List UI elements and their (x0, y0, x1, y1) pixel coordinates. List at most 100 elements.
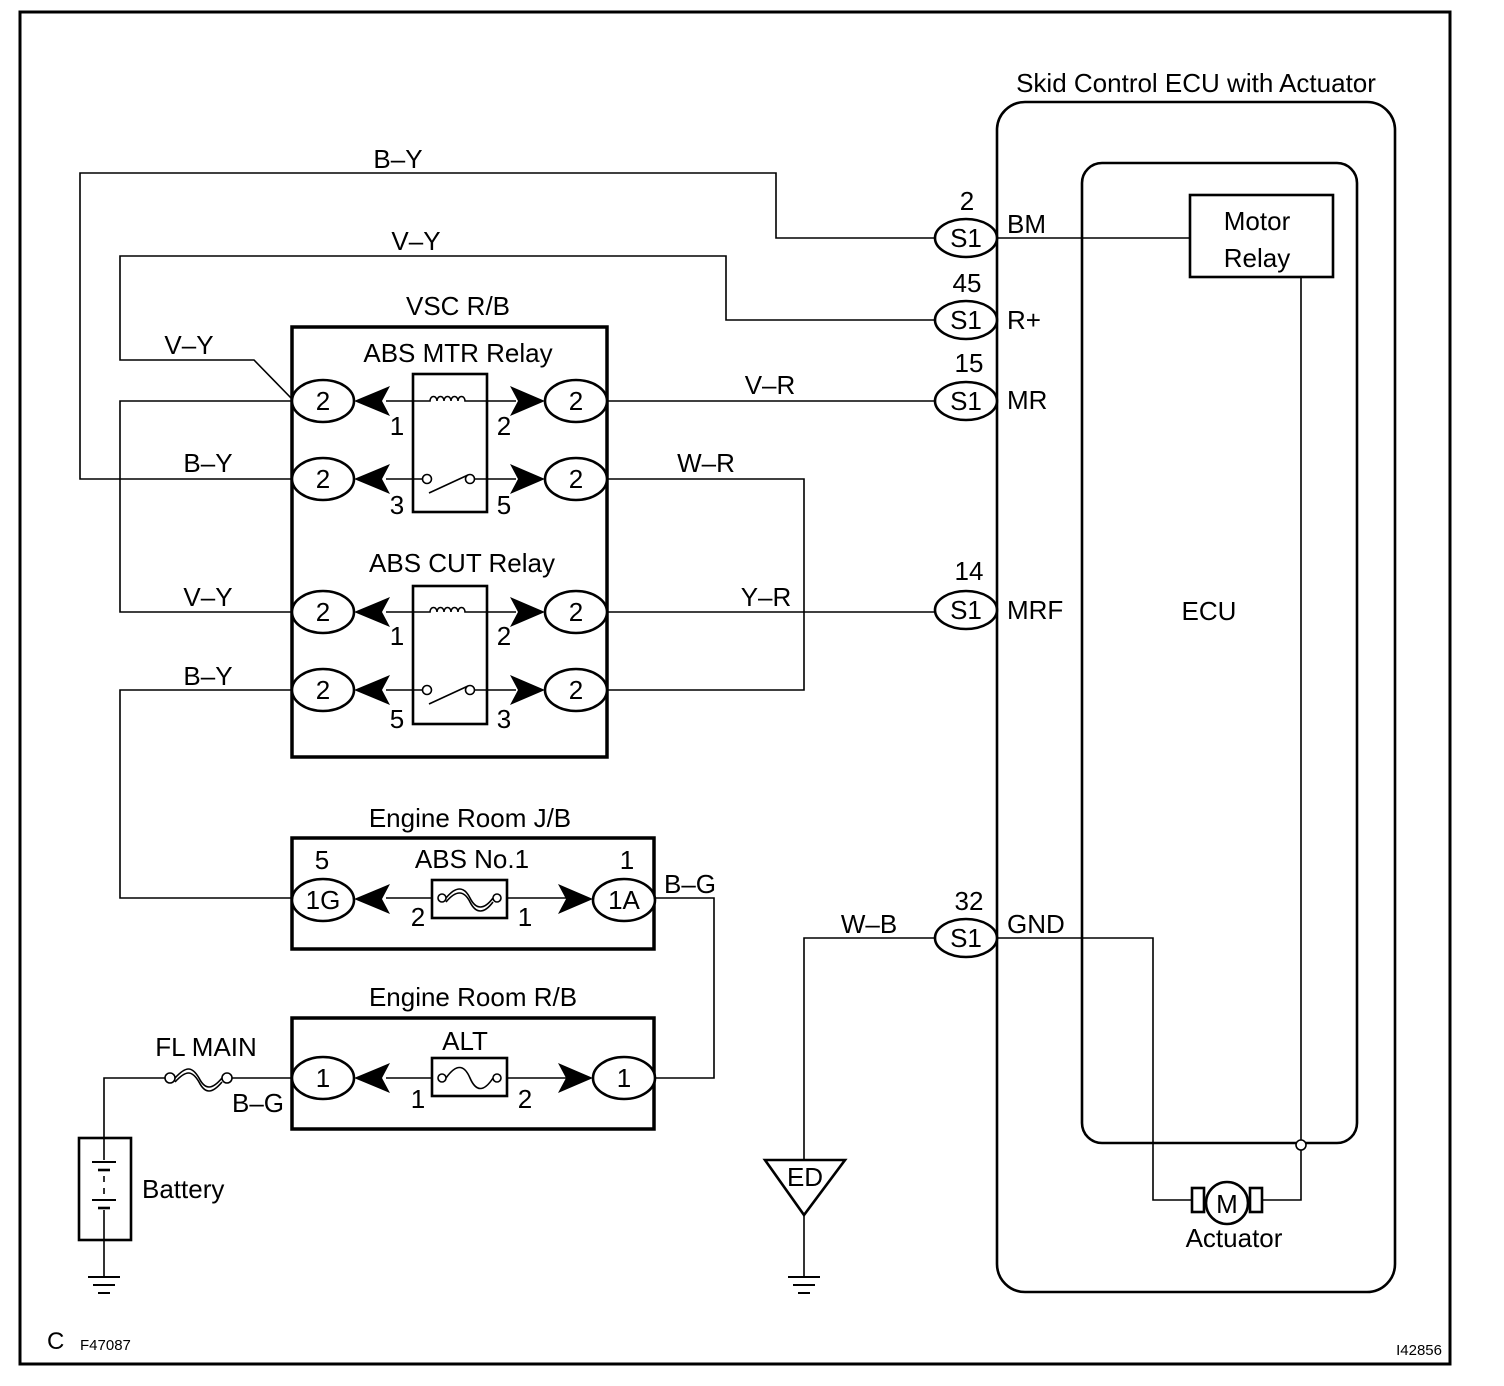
terminal-arrow (558, 1063, 593, 1093)
wire-battery-fuse (103, 1077, 166, 1138)
vsc-rb-box (290, 325, 609, 759)
wire-label-vr: V–R (745, 370, 796, 400)
terminal-arrow (510, 386, 545, 416)
wire-label-yr: Y–R (741, 582, 792, 612)
connector-code: 1 (316, 1063, 330, 1093)
fl-main-label: FL MAIN (155, 1032, 257, 1062)
connector-code: 2 (569, 386, 583, 416)
wire-label-vy-left: V–Y (164, 330, 213, 360)
abs-mtr-relay-switch-icon (386, 473, 516, 494)
connector-code: 2 (569, 597, 583, 627)
wire-vy-left (119, 400, 292, 613)
motor-relay-label-2: Relay (1224, 243, 1290, 273)
relay-pin-number: 2 (497, 621, 511, 651)
abs-cut-relay-box (411, 584, 489, 726)
ecu-pin-mr: 15 S1 MR (933, 348, 1047, 422)
terminal-name: MRF (1007, 595, 1063, 625)
actuator-motor-icon: M (1190, 1180, 1264, 1226)
battery-section: FL MAIN Battery (77, 1032, 257, 1294)
wires (79, 172, 935, 1160)
terminal-name: R+ (1007, 305, 1041, 335)
wire-vy-top (119, 255, 935, 400)
ecu-outer-box (995, 100, 1397, 1294)
wire-bg-jb (654, 897, 715, 1079)
motor-relay-box (1188, 193, 1335, 279)
gnd-internal-wire (997, 937, 1192, 1201)
ecu-inner-box (1080, 161, 1359, 1145)
fuse-pin-number: 2 (518, 1084, 532, 1114)
connector-code: 1G (306, 885, 341, 915)
wire-label-wr: W–R (677, 448, 735, 478)
terminal-arrow (510, 597, 545, 627)
abs-no1-fuse-label: ABS No.1 (415, 844, 529, 874)
pin-number: 32 (955, 886, 984, 916)
terminal-arrow (354, 884, 390, 914)
skid-control-ecu: Skid Control ECU with Actuator ECU Motor… (995, 68, 1397, 1294)
ecu-pin-gnd: 32 S1 GND (933, 886, 1065, 959)
engine-room-rb: Engine Room R/B ALT 1 1 1 2 (290, 982, 657, 1131)
connector-code: S1 (950, 595, 982, 625)
wire-label-by-mid: B–Y (183, 448, 232, 478)
connector-1g (290, 877, 356, 923)
abs-cut-relay-coil-icon (386, 606, 516, 613)
terminal-name: GND (1007, 909, 1065, 939)
wire-label-by-low: B–Y (183, 661, 232, 691)
image-code: I42856 (1396, 1342, 1442, 1359)
terminal-arrow (558, 884, 593, 914)
connector-code: 2 (316, 675, 330, 705)
connector-code: S1 (950, 923, 982, 953)
connector-code: 1 (617, 1063, 631, 1093)
abs-mtr-relay-coil-icon (386, 395, 516, 402)
fuse-pin-number: 1 (518, 902, 532, 932)
wire-wb (803, 937, 935, 1160)
relay-pin-number: 3 (497, 704, 511, 734)
ecu-inner-label: ECU (1182, 596, 1237, 626)
connector-code: 2 (316, 386, 330, 416)
battery-ground-icon (88, 1276, 120, 1294)
connector-code: S1 (950, 223, 982, 253)
ed-ground-icon (788, 1276, 820, 1294)
terminal-arrow (354, 464, 390, 494)
fuse-pin-number: 1 (411, 1084, 425, 1114)
ecu-pin-mrf: 14 S1 MRF (933, 556, 1063, 631)
ed-ground-triangle (762, 1158, 848, 1218)
abs-mtr-relay-box (411, 372, 489, 514)
wire-by-low (119, 689, 292, 899)
ed-ground-section: ED (762, 1158, 848, 1294)
wire-wr (606, 478, 805, 691)
wire-label-vy-cut: V–Y (183, 582, 232, 612)
ecu-pin-r-plus: 45 S1 R+ (933, 268, 1041, 341)
relay-pin-number: 2 (497, 411, 511, 441)
connector-pin-number: 1 (620, 845, 634, 875)
corner-code: C (47, 1328, 64, 1355)
motor-relay-label-1: Motor (1224, 206, 1291, 236)
wire-label-bg-jb: B–G (664, 869, 716, 899)
fl-main-fuse-icon (164, 1068, 233, 1092)
junction-dot (1295, 1139, 1307, 1151)
engine-room-jb-title: Engine Room J/B (369, 803, 571, 833)
battery-label: Battery (142, 1174, 224, 1204)
terminal-name: MR (1007, 385, 1047, 415)
motor-symbol: M (1216, 1189, 1238, 1219)
battery-icon (77, 1136, 133, 1242)
relay-pin-number: 1 (390, 411, 404, 441)
abs-cut-relay-label: ABS CUT Relay (369, 548, 555, 578)
abs-no1-fuse-icon (430, 878, 509, 920)
terminal-arrow (510, 464, 545, 494)
connector-pin-number: 5 (315, 845, 329, 875)
connector-code: 2 (569, 675, 583, 705)
relay-pin-number: 1 (390, 621, 404, 651)
terminal-name: BM (1007, 209, 1046, 239)
wire-label-by-top: B–Y (373, 144, 422, 174)
wire-label-wb: W–B (841, 909, 897, 939)
pin-number: 15 (955, 348, 984, 378)
vsc-rb-title: VSC R/B (406, 291, 510, 321)
ed-ground-label: ED (787, 1162, 823, 1192)
engine-room-rb-title: Engine Room R/B (369, 982, 577, 1012)
terminal-arrow (354, 597, 390, 627)
motor-relay-out-wire (1262, 277, 1302, 1201)
actuator-label: Actuator (1186, 1223, 1283, 1253)
connector-code: S1 (950, 386, 982, 416)
relay-pin-number: 3 (390, 490, 404, 520)
